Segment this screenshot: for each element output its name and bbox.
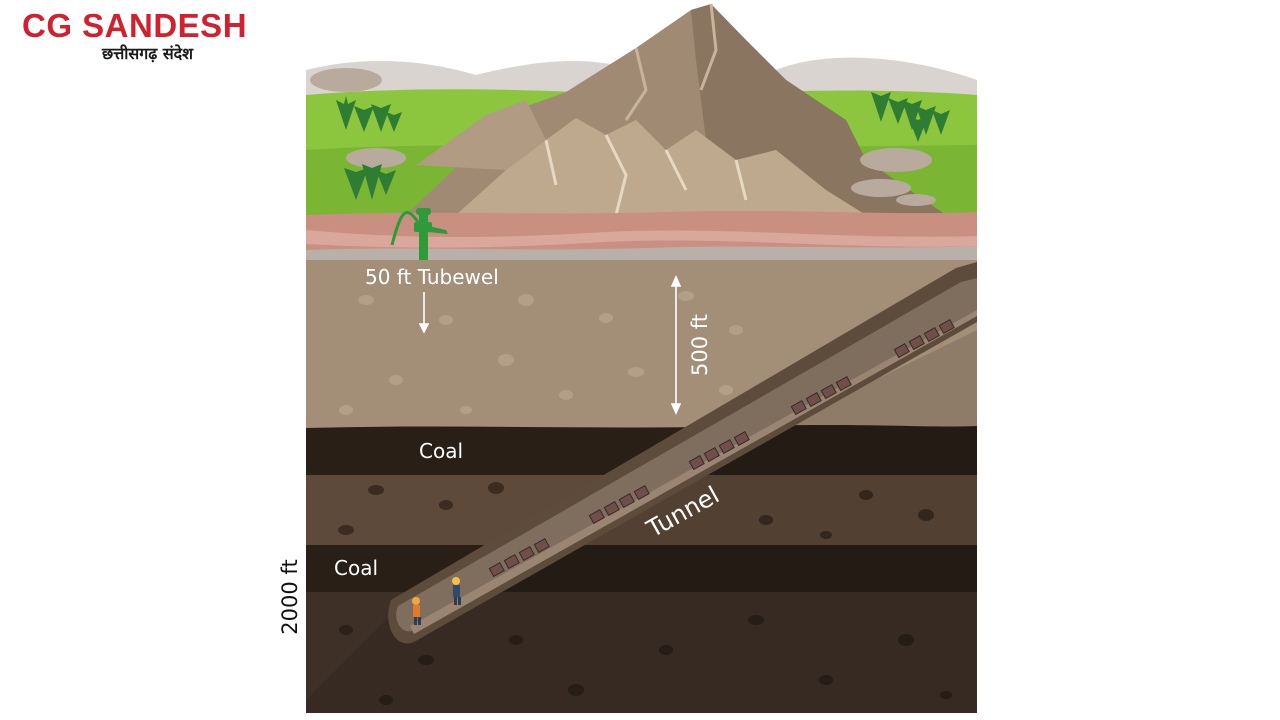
coal-label-lower: Coal [334,556,379,580]
mine-carts [488,319,955,578]
tubewell-depth-label: 50 ft Tubewel [365,265,499,289]
depth-2000-label: 2000 ft [278,559,302,635]
coal-seam-upper [306,425,977,475]
hand-pump-icon [390,208,448,260]
depth-500-label: 500 ft [688,313,712,377]
mine-cross-section-illustration [306,0,977,713]
trees-right [871,92,950,142]
trees-left [336,96,402,200]
logo-title: CG SANDESH [22,7,248,44]
coal-label-upper: Coal [419,439,464,463]
mountain [406,3,946,216]
depth-500-arrow [670,275,682,415]
tubewell-depth-arrow [418,292,430,334]
miners [412,577,461,625]
logo-subtitle: छत्तीसगढ़ संदेश [102,44,194,63]
cg-sandesh-logo: CG SANDESH छत्तीसगढ़ संदेश [22,8,262,72]
coal-seam-lower [306,545,977,592]
